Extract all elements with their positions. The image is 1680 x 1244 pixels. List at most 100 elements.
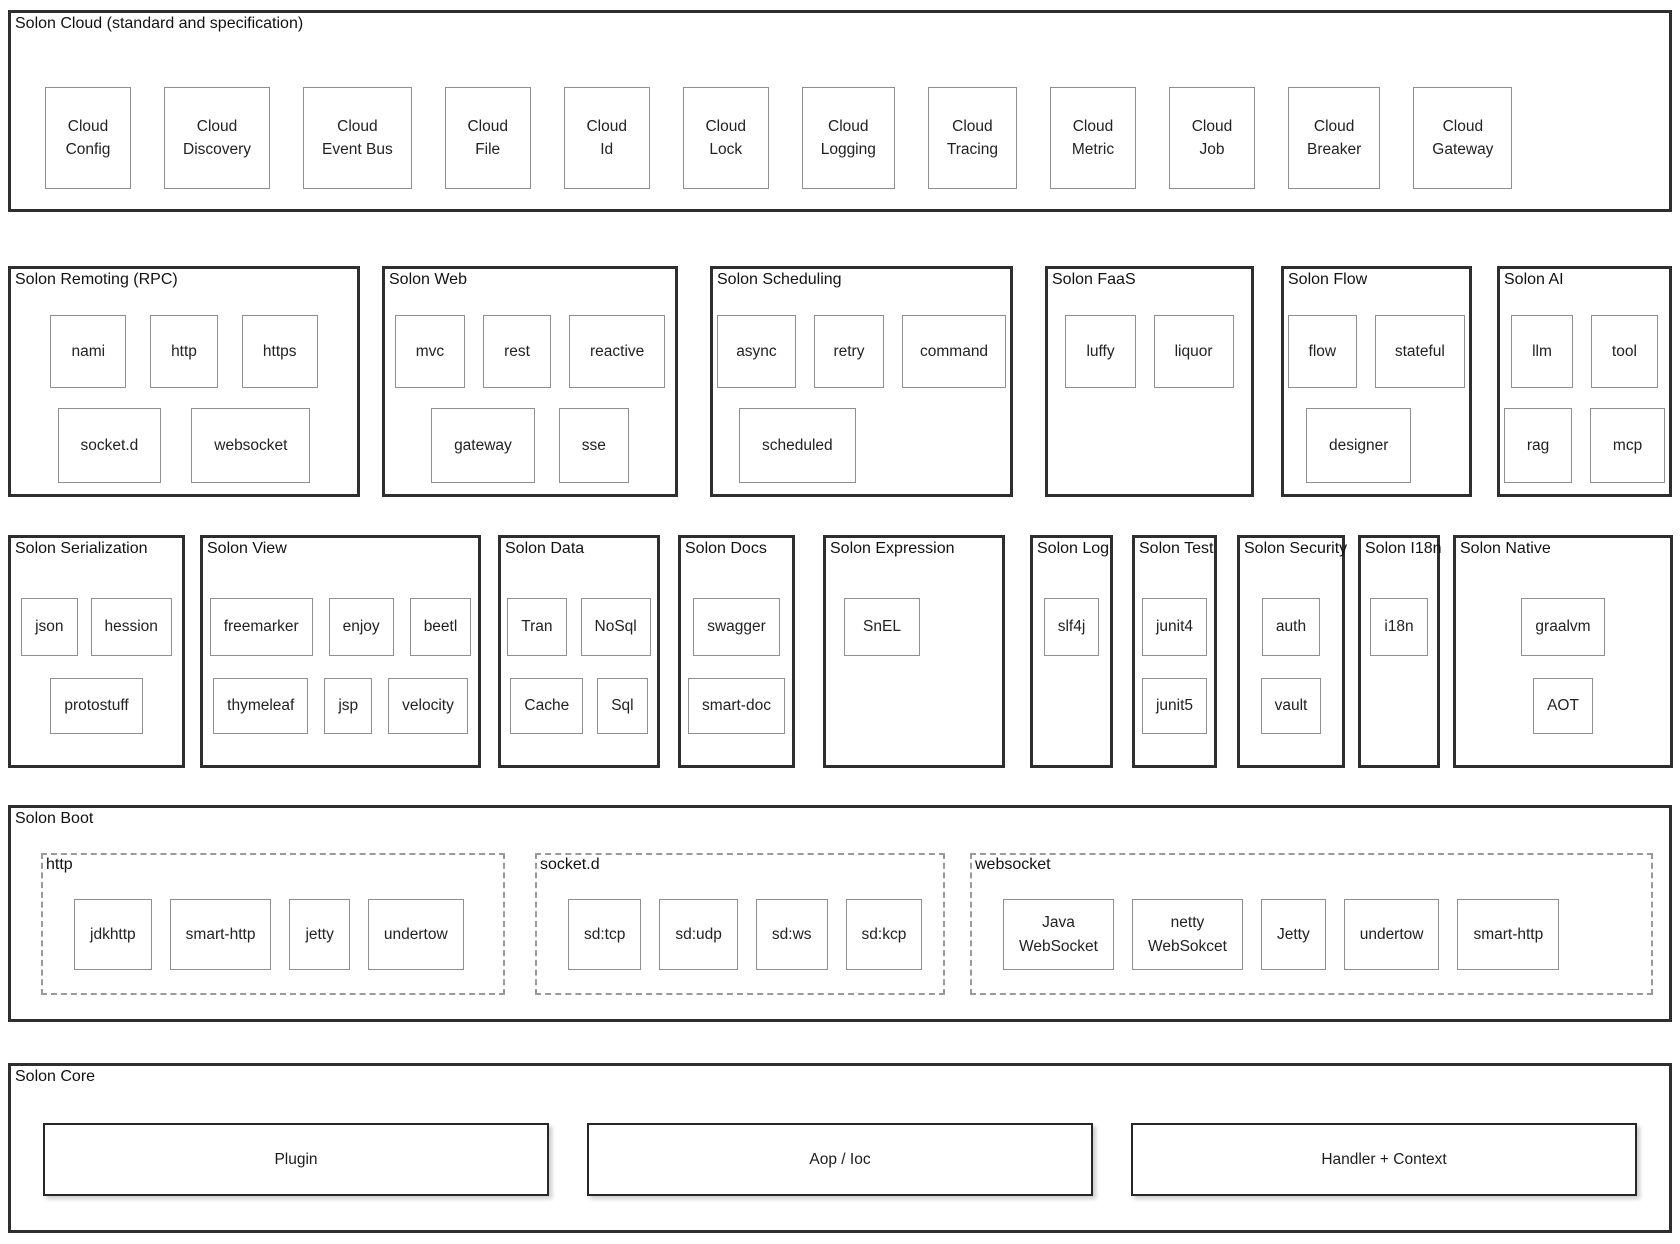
section-title: Solon Expression (830, 540, 955, 557)
component-box: undertow (1343, 899, 1440, 970)
component-box: json (21, 598, 78, 656)
items-row: designer (1288, 408, 1465, 483)
component-box: Tran (507, 598, 567, 656)
items-row: i18n (1365, 598, 1433, 656)
section-solon-web: Solon Web mvc rest reactive gateway sse (382, 266, 678, 497)
component-box: netty WebSokcet (1131, 899, 1243, 970)
section-title: Solon View (207, 540, 287, 557)
section-solon-expression: Solon Expression SnEL (823, 535, 1005, 768)
component-box: liquor (1153, 315, 1234, 388)
section-title: Solon Serialization (15, 540, 148, 557)
section-title: Solon Security (1244, 540, 1348, 557)
component-box: Aop / Ioc (587, 1123, 1093, 1196)
section-title: Solon I18n (1365, 540, 1442, 557)
items-row: junit4 (1139, 598, 1210, 656)
boot-group-socketd: socket.d sd:tcp sd:udp sd:ws sd:kcp (535, 853, 945, 995)
component-box: Cache (510, 678, 584, 734)
items-row: slf4j (1037, 598, 1106, 656)
section-solon-native: Solon Native graalvm AOT (1453, 535, 1673, 768)
component-box: Plugin (43, 1123, 549, 1196)
component-box: protostuff (50, 678, 143, 734)
section-solon-flow: Solon Flow flow stateful designer (1281, 266, 1472, 497)
component-box: websocket (191, 408, 311, 483)
boot-group-websocket: websocket Java WebSocket netty WebSokcet… (970, 853, 1653, 995)
component-box: NoSql (580, 598, 651, 656)
component-box: junit5 (1141, 678, 1208, 734)
items-row: Plugin Aop / Ioc Handler + Context (43, 1123, 1637, 1196)
items-row: gateway sse (389, 408, 671, 483)
section-title: Solon Log (1037, 540, 1110, 557)
component-box: Cloud Config (45, 87, 131, 189)
section-solon-remoting: Solon Remoting (RPC) nami http https soc… (8, 266, 360, 497)
component-box: Cloud Logging (801, 87, 895, 189)
items-row: async retry command (717, 315, 1006, 388)
component-box: velocity (388, 678, 468, 734)
items-row: json hession (15, 598, 178, 656)
component-box: Cloud Lock (682, 87, 769, 189)
items-row: SnEL (830, 598, 998, 656)
component-box: slf4j (1043, 598, 1100, 656)
items-row: thymeleaf jsp velocity (207, 678, 474, 734)
component-box: Jetty (1260, 899, 1326, 970)
items-row: freemarker enjoy beetl (207, 598, 474, 656)
component-box: command (902, 315, 1006, 388)
items-row: luffy liquor (1052, 315, 1247, 388)
section-solon-ai: Solon AI llm tool rag mcp (1497, 266, 1672, 497)
component-box: mvc (394, 315, 466, 388)
section-solon-security: Solon Security auth vault (1237, 535, 1348, 768)
items-row: graalvm (1460, 598, 1666, 656)
section-title: Solon Data (505, 540, 585, 557)
section-solon-data: Solon Data Tran NoSql Cache Sql (498, 535, 660, 768)
group-label: socket.d (540, 856, 600, 873)
component-box: smart-http (169, 899, 272, 970)
section-title: Solon Scheduling (717, 271, 842, 288)
component-box: Sql (597, 678, 648, 734)
section-title: Solon FaaS (1052, 271, 1136, 288)
section-solon-cloud: Solon Cloud (standard and specification)… (8, 10, 1672, 212)
component-box: vault (1260, 678, 1322, 734)
items-row: sd:tcp sd:udp sd:ws sd:kcp (537, 899, 943, 970)
component-box: http (150, 315, 218, 388)
component-box: sd:tcp (568, 899, 642, 970)
component-box: scheduled (739, 408, 856, 483)
component-box: Handler + Context (1131, 1123, 1637, 1196)
items-row: jdkhttp smart-http jetty undertow (43, 899, 503, 970)
component-box: https (241, 315, 318, 388)
section-solon-log: Solon Log slf4j (1030, 535, 1113, 768)
component-box: sd:udp (659, 899, 738, 970)
component-box: Cloud Id (563, 87, 650, 189)
component-box: beetl (409, 598, 472, 656)
component-box: jetty (289, 899, 350, 970)
section-solon-docs: Solon Docs swagger smart-doc (678, 535, 795, 768)
items-row: vault (1244, 678, 1338, 734)
section-title: Solon Core (15, 1068, 96, 1085)
component-box: smart-http (1457, 899, 1560, 970)
component-box: smart-doc (688, 678, 785, 734)
component-box: nami (50, 315, 127, 388)
section-title: Solon Boot (15, 810, 94, 827)
cloud-items-row: Cloud Config Cloud Discovery Cloud Event… (45, 87, 1513, 189)
component-box: retry (813, 315, 885, 388)
component-box: freemarker (209, 598, 313, 656)
component-box: luffy (1065, 315, 1136, 388)
component-box: sd:ws (755, 899, 828, 970)
items-row: protostuff (15, 678, 178, 734)
items-row: nami http https (15, 315, 353, 388)
section-title: Solon Web (389, 271, 467, 288)
component-box: Cloud File (444, 87, 531, 189)
section-title: Solon Docs (685, 540, 767, 557)
component-box: Cloud Metric (1049, 87, 1136, 189)
component-box: AOT (1533, 678, 1593, 734)
component-box: Cloud Tracing (927, 87, 1017, 189)
section-solon-test: Solon Test junit4 junit5 (1132, 535, 1217, 768)
component-box: Cloud Event Bus (303, 87, 412, 189)
items-row: Tran NoSql (505, 598, 653, 656)
component-box: auth (1261, 598, 1321, 656)
section-solon-faas: Solon FaaS luffy liquor (1045, 266, 1254, 497)
component-box: Java WebSocket (1003, 899, 1114, 970)
section-solon-boot: Solon Boot http jdkhttp smart-http jetty… (8, 805, 1672, 1022)
component-box: sse (558, 408, 629, 483)
component-box: enjoy (328, 598, 394, 656)
section-title: Solon Cloud (standard and specification) (15, 15, 304, 32)
